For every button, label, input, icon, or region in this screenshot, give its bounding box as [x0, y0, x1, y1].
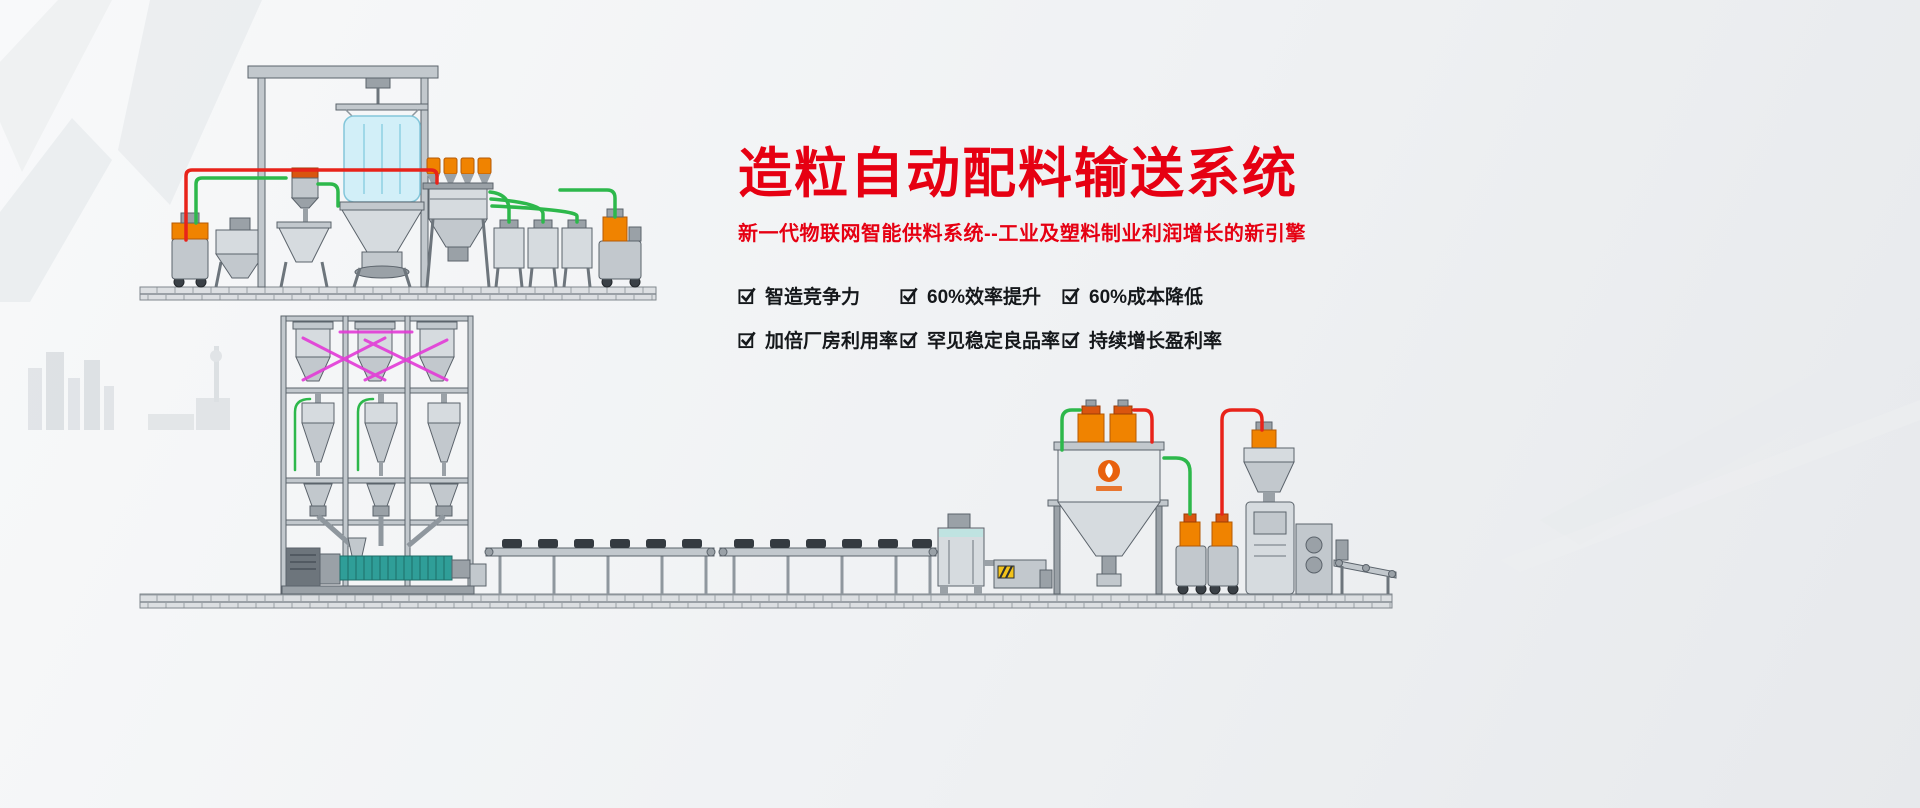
dewatering-unit: [993, 559, 1053, 589]
feature-item: 持续增长盈利率: [1062, 326, 1358, 353]
upper-line: [139, 65, 657, 301]
lower-line: [139, 315, 1397, 609]
output-conveyor: [1333, 539, 1397, 594]
check-icon: [900, 330, 919, 349]
weighing-hopper-station: [1047, 399, 1169, 595]
bg-decor: [28, 346, 230, 430]
skyline: [28, 346, 230, 430]
hopper-top-loaders: [1077, 399, 1137, 443]
page-subtitle: 新一代物联网智能供料系统--工业及塑料制业利润增长的新引擎: [738, 222, 1306, 245]
packaging-machine: [1243, 421, 1333, 595]
extruder: [281, 537, 475, 595]
feature-label: 加倍厂房利用率: [765, 330, 899, 352]
check-icon: [738, 286, 757, 305]
page-title: 造粒自动配料输送系统: [738, 144, 1298, 204]
feature-item: 60%成本降低: [1062, 282, 1358, 309]
check-icon: [900, 286, 919, 305]
feature-label: 60%成本降低: [1089, 286, 1204, 308]
pipes-upper: [184, 168, 617, 242]
feature-label: 罕见稳定良品率: [927, 330, 1061, 352]
vacuum-loader-cart-right: [598, 208, 642, 288]
feature-item: 60%效率提升: [900, 282, 1062, 309]
feature-item: 加倍厂房利用率: [738, 326, 900, 353]
conveyor-belt-1: [484, 539, 716, 594]
feature-item: 罕见稳定良品率: [900, 326, 1062, 353]
pipes-magenta: [301, 330, 449, 382]
vacuum-loader-carts: [1175, 513, 1239, 595]
brand-logo: [1096, 460, 1122, 491]
feature-label: 持续增长盈利率: [1089, 330, 1223, 352]
storage-bins: [493, 219, 593, 288]
mixer-hopper: [214, 217, 266, 288]
feature-label: 60%效率提升: [927, 286, 1042, 308]
pipes-lower: [1060, 408, 1264, 516]
headline-block: 造粒自动配料输送系统 新一代物联网智能供料系统--工业及塑料制业利润增长的新引擎…: [738, 146, 1358, 353]
dosing-weighing-station: [422, 157, 494, 288]
feature-list: 智造竞争力 60%效率提升 60%成本降低 加倍厂房利用率: [738, 282, 1358, 353]
check-icon: [1062, 286, 1081, 305]
check-icon: [738, 330, 757, 349]
feature-item: 智造竞争力: [738, 282, 900, 309]
hopper-loader-column: [276, 167, 332, 288]
vacuum-loader-cart-left: [171, 212, 209, 288]
cooling-stir-tank: [937, 513, 994, 594]
batching-tower: [280, 315, 474, 595]
check-icon: [1062, 330, 1081, 349]
upper-platform: [139, 286, 657, 301]
feature-label: 智造竞争力: [765, 286, 861, 308]
lower-floor: [139, 593, 1393, 609]
conveyor-belt-2: [718, 539, 938, 594]
pelletizer: [469, 563, 487, 587]
